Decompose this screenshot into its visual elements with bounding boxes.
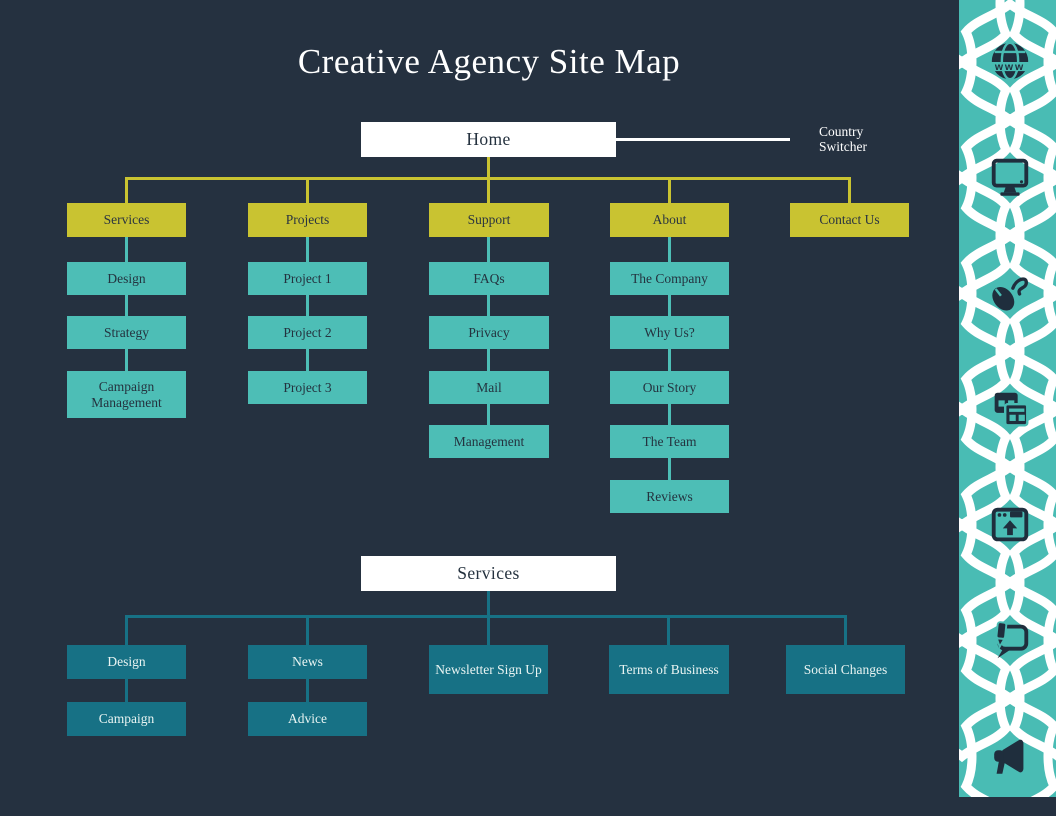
node-contact-us: Contact Us: [790, 203, 909, 237]
connector: [668, 177, 671, 203]
node-project-2: Project 2: [248, 316, 367, 349]
node-terms-of-business: Terms of Business: [609, 645, 729, 694]
connector: [125, 679, 128, 702]
node-project-1: Project 1: [248, 262, 367, 295]
connector: [487, 157, 490, 179]
connector: [487, 591, 490, 617]
monitor-icon: [987, 154, 1033, 200]
windows-overlap-icon: [987, 386, 1033, 432]
node-support: Support: [429, 203, 549, 237]
country-switcher-label: Country Switcher: [819, 124, 867, 155]
connector: [125, 615, 847, 618]
node-faqs: FAQs: [429, 262, 549, 295]
connector: [306, 177, 309, 203]
chat-pen-icon: [987, 618, 1033, 664]
node-strategy: Strategy: [67, 316, 186, 349]
connector-country-switcher: [616, 138, 790, 141]
node-advice: Advice: [248, 702, 367, 736]
node-newsletter-sign-up: Newsletter Sign Up: [429, 645, 548, 694]
connector: [125, 237, 128, 373]
connector: [848, 177, 851, 203]
node-privacy: Privacy: [429, 316, 549, 349]
connector: [667, 615, 670, 645]
svg-text:www: www: [994, 61, 1025, 73]
node-project-3: Project 3: [248, 371, 367, 404]
page-title: Creative Agency Site Map: [297, 42, 681, 81]
connector: [306, 679, 309, 702]
connector: [844, 615, 847, 645]
node-services-root: Services: [361, 556, 616, 591]
connector: [668, 237, 671, 482]
node-the-team: The Team: [610, 425, 729, 458]
node-management: Management: [429, 425, 549, 458]
node-design-2: Design: [67, 645, 186, 679]
connector: [306, 237, 309, 373]
node-campaign-management: Campaign Management: [67, 371, 186, 418]
node-mail: Mail: [429, 371, 549, 404]
connector: [487, 615, 490, 645]
mouse-icon: [987, 270, 1033, 316]
connector: [487, 177, 490, 203]
node-about: About: [610, 203, 729, 237]
node-our-story: Our Story: [610, 371, 729, 404]
node-social-changes: Social Changes: [786, 645, 905, 694]
node-projects: Projects: [248, 203, 367, 237]
node-why-us: Why Us?: [610, 316, 729, 349]
connector: [306, 615, 309, 645]
connector: [125, 615, 128, 645]
megaphone-icon: [987, 733, 1033, 779]
node-home: Home: [361, 122, 616, 157]
node-campaign: Campaign: [67, 702, 186, 736]
node-news: News: [248, 645, 367, 679]
node-the-company: The Company: [610, 262, 729, 295]
node-reviews: Reviews: [610, 480, 729, 513]
node-design: Design: [67, 262, 186, 295]
node-services: Services: [67, 203, 186, 237]
globe-www-icon: www: [987, 39, 1033, 85]
decorative-sidebar: www: [959, 0, 1056, 797]
connector: [125, 177, 128, 203]
browser-upload-icon: [987, 502, 1033, 548]
